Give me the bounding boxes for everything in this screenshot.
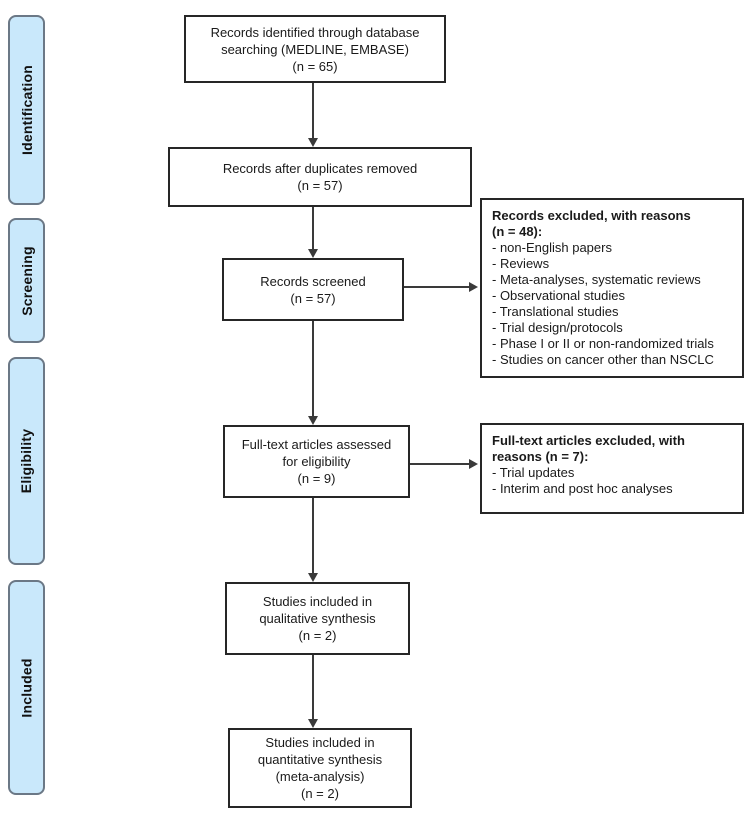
arrow-fulltext-to-qualitative-line bbox=[312, 498, 314, 573]
flow-box-records-identified: Records identified through database sear… bbox=[184, 15, 446, 83]
stage-label: Included bbox=[18, 657, 35, 718]
exclusion-item: - Observational studies bbox=[492, 288, 625, 303]
arrow-screened-to-fulltext-head bbox=[308, 416, 318, 425]
stage-eligibility: Eligibility bbox=[8, 357, 45, 565]
arrow-duplicates-to-screened-line bbox=[312, 207, 314, 249]
exclusion-item: - Meta-analyses, systematic reviews bbox=[492, 272, 701, 287]
arrow-screened-to-excluded-line bbox=[404, 286, 469, 288]
arrow-qualitative-to-quantitative-line bbox=[312, 655, 314, 719]
stage-identification: Identification bbox=[8, 15, 45, 205]
flow-box-fulltext-assessed: Full-text articles assessed for eligibil… bbox=[223, 425, 410, 498]
exclusion-box-fulltext-excluded: Full-text articles excluded, with reason… bbox=[480, 423, 744, 514]
arrow-identified-to-duplicates-head bbox=[308, 138, 318, 147]
exclusion-item: - Reviews bbox=[492, 256, 550, 271]
exclusion-item: - Studies on cancer other than NSCLC bbox=[492, 352, 714, 367]
exclusion-box-records-excluded: Records excluded, with reasons (n = 48):… bbox=[480, 198, 744, 378]
arrow-fulltext-to-excluded-line bbox=[410, 463, 469, 465]
flow-box-records-after-duplicates: Records after duplicates removed (n = 57… bbox=[168, 147, 472, 207]
exclusion-title: Records excluded, with reasons (n = 48): bbox=[492, 208, 691, 239]
stage-label: Identification bbox=[18, 65, 35, 155]
stage-screening: Screening bbox=[8, 218, 45, 343]
exclusion-item: - Phase I or II or non-randomized trials bbox=[492, 336, 714, 351]
stage-included: Included bbox=[8, 580, 45, 795]
exclusion-item: - non-English papers bbox=[492, 240, 612, 255]
flow-box-records-screened: Records screened (n = 57) bbox=[222, 258, 404, 321]
flow-box-quantitative-synthesis: Studies included in quantitative synthes… bbox=[228, 728, 412, 808]
arrow-identified-to-duplicates-line bbox=[312, 83, 314, 139]
arrow-qualitative-to-quantitative-head bbox=[308, 719, 318, 728]
stage-label: Eligibility bbox=[18, 428, 35, 494]
exclusion-item: - Interim and post hoc analyses bbox=[492, 481, 673, 496]
arrow-screened-to-excluded-head bbox=[469, 282, 478, 292]
flow-box-qualitative-synthesis: Studies included in qualitative synthesi… bbox=[225, 582, 410, 655]
arrow-screened-to-fulltext-line bbox=[312, 321, 314, 416]
stage-label: Screening bbox=[18, 245, 35, 316]
arrow-fulltext-to-excluded-head bbox=[469, 459, 478, 469]
arrow-duplicates-to-screened-head bbox=[308, 249, 318, 258]
exclusion-item: - Trial design/protocols bbox=[492, 320, 623, 335]
exclusion-title: Full-text articles excluded, with reason… bbox=[492, 433, 685, 464]
exclusion-item: - Trial updates bbox=[492, 465, 575, 480]
arrow-fulltext-to-qualitative-head bbox=[308, 573, 318, 582]
exclusion-item: - Translational studies bbox=[492, 304, 619, 319]
